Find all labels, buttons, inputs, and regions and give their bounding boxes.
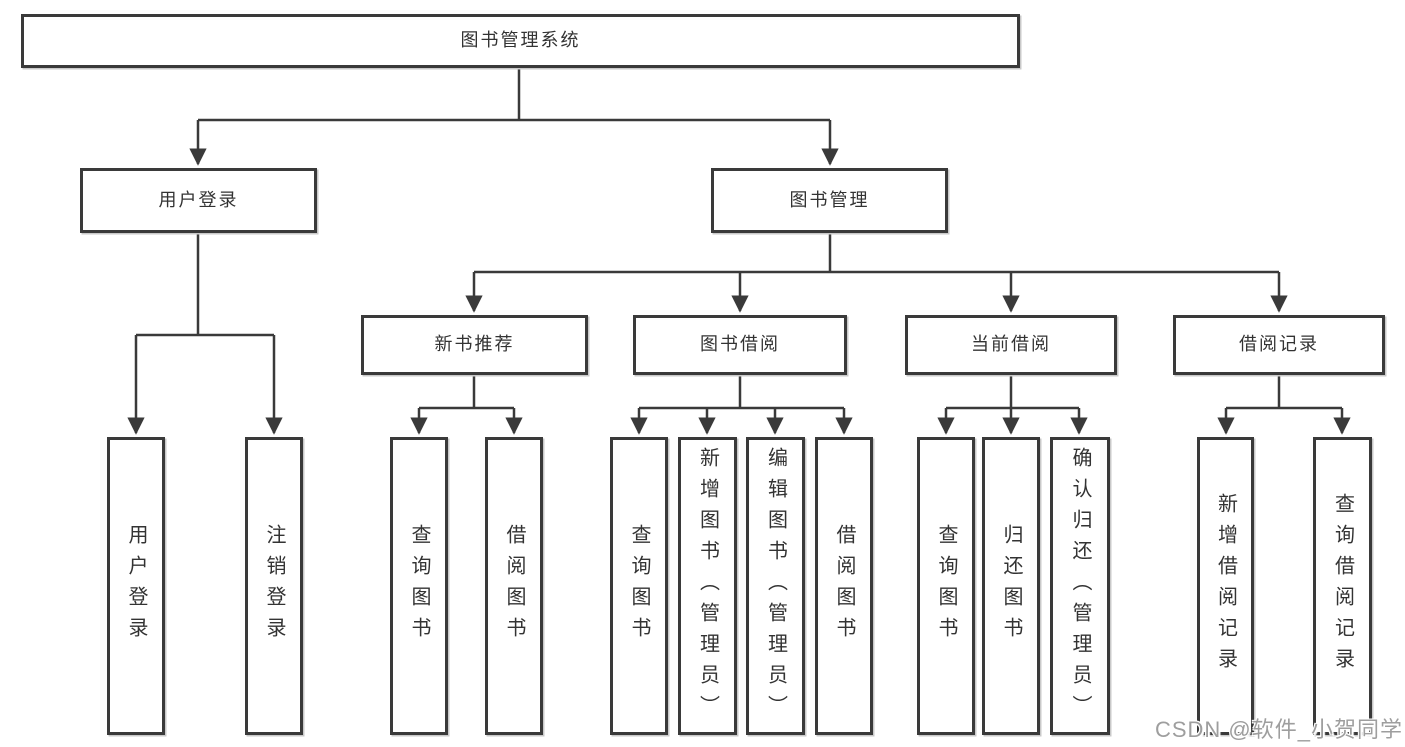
leaf-borrow-borrow-books: 借阅图书 — [815, 437, 873, 735]
node-current-borrow: 当前借阅 — [905, 315, 1117, 375]
leaf-records-query-record: 查询借阅记录 — [1313, 437, 1372, 735]
leaf-logout-label: 注销登录 — [263, 524, 285, 648]
leaf-current-query-books-label: 查询图书 — [935, 524, 957, 648]
leaf-user-login: 用户登录 — [107, 437, 165, 735]
node-user-login-label: 用户登录 — [158, 189, 239, 210]
leaf-recommend-query-books: 查询图书 — [390, 437, 448, 735]
leaf-borrow-edit-books-label: 编辑图书（管理员） — [764, 446, 787, 726]
leaf-current-return-books-label: 归还图书 — [1000, 524, 1022, 648]
node-root: 图书管理系统 — [21, 14, 1020, 68]
leaf-current-confirm-return: 确认归还（管理员） — [1050, 437, 1110, 735]
leaf-user-login-label: 用户登录 — [125, 524, 147, 648]
leaf-borrow-query-books-label: 查询图书 — [628, 524, 650, 648]
leaf-logout: 注销登录 — [245, 437, 303, 735]
leaf-borrow-add-books: 新增图书（管理员） — [678, 437, 737, 735]
leaf-borrow-edit-books: 编辑图书（管理员） — [746, 437, 805, 735]
leaf-current-query-books: 查询图书 — [917, 437, 975, 735]
leaf-current-return-books: 归还图书 — [982, 437, 1040, 735]
node-borrow-records: 借阅记录 — [1173, 315, 1385, 375]
leaf-records-query-record-label: 查询借阅记录 — [1331, 493, 1354, 679]
node-book-management-label: 图书管理 — [789, 189, 870, 210]
node-book-borrow-label: 图书借阅 — [700, 334, 780, 355]
leaf-borrow-borrow-books-label: 借阅图书 — [833, 524, 855, 648]
node-user-login: 用户登录 — [80, 168, 317, 233]
node-new-book-recommend: 新书推荐 — [361, 315, 588, 375]
node-book-borrow: 图书借阅 — [633, 315, 847, 375]
leaf-records-add-record-label: 新增借阅记录 — [1214, 493, 1237, 679]
node-new-book-recommend-label: 新书推荐 — [434, 334, 515, 355]
leaf-recommend-borrow-books-label: 借阅图书 — [503, 524, 525, 648]
leaf-borrow-query-books: 查询图书 — [610, 437, 668, 735]
node-root-label: 图书管理系统 — [460, 30, 581, 51]
node-current-borrow-label: 当前借阅 — [971, 334, 1051, 355]
leaf-borrow-add-books-label: 新增图书（管理员） — [696, 446, 719, 726]
leaf-recommend-borrow-books: 借阅图书 — [485, 437, 543, 735]
leaf-recommend-query-books-label: 查询图书 — [408, 524, 430, 648]
node-book-management: 图书管理 — [711, 168, 948, 233]
node-borrow-records-label: 借阅记录 — [1239, 334, 1319, 355]
leaf-current-confirm-return-label: 确认归还（管理员） — [1069, 446, 1091, 726]
leaf-records-add-record: 新增借阅记录 — [1197, 437, 1254, 735]
watermark: CSDN @软件_小贺同学 — [1154, 717, 1403, 742]
